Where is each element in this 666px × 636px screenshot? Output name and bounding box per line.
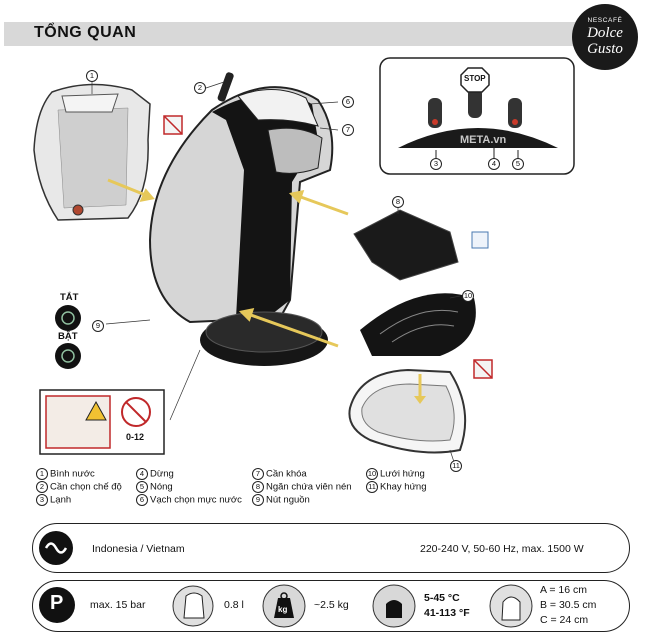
capacity-value: 0.8 l — [224, 599, 244, 611]
temperature-fahrenheit: 41-113 °F — [424, 607, 470, 619]
logo-line-3: Gusto — [587, 41, 623, 57]
ac-power-icon — [39, 531, 73, 565]
watermark: META.vn — [460, 134, 507, 146]
brand-logo: NESCAFÉ Dolce Gusto — [572, 4, 638, 70]
legend-text: Nút nguồn — [266, 494, 310, 506]
water-capacity-icon — [172, 585, 214, 627]
weight-icon — [262, 584, 306, 628]
legend-text: Nóng — [150, 481, 173, 493]
legend-number: 11 — [366, 481, 378, 493]
legend-number: 4 — [136, 468, 148, 480]
dimension-a: A = 16 cm — [540, 584, 587, 596]
legend-text: Cần chọn chế độ — [50, 481, 122, 493]
power-region: Indonesia / Vietnam — [92, 543, 185, 555]
legend-text: Lưới hứng — [380, 468, 425, 480]
page-title: TỔNG QUAN — [34, 24, 137, 41]
no-dishwasher-icons — [163, 115, 493, 379]
legend-number: 2 — [36, 481, 48, 493]
legend-text: Vạch chọn mực nước — [150, 494, 242, 506]
warning-age-label: 0-12 — [126, 432, 145, 442]
weight-value: ~2.5 kg — [314, 599, 349, 611]
callout-4: 4 — [488, 158, 500, 170]
callout-leaders — [91, 80, 461, 463]
callout-7: 7 — [342, 124, 354, 136]
pressure-value: max. 15 bar — [90, 599, 146, 611]
callout-2: 2 — [194, 82, 206, 94]
callout-11: 11 — [450, 460, 462, 472]
callout-5: 5 — [512, 158, 524, 170]
logo-line-1: NESCAFÉ — [587, 17, 623, 24]
direction-arrows — [107, 178, 349, 348]
stop-sign-label: STOP — [464, 74, 486, 83]
callout-8: 8 — [392, 196, 404, 208]
callout-3: 3 — [430, 158, 442, 170]
pressure-icon — [39, 587, 75, 623]
water-tank-illustration — [33, 83, 151, 221]
temperature-celsius: 5-45 °C — [424, 592, 460, 604]
legend-text: Bình nước — [50, 468, 95, 480]
legend-text: Ngăn chứa viên nén — [266, 481, 352, 493]
capsule-holder-illustration — [353, 209, 489, 281]
legend-number: 10 — [366, 468, 378, 480]
legend-number: 8 — [252, 481, 264, 493]
legend-text: Lạnh — [50, 494, 72, 506]
power-spec-box — [32, 523, 630, 573]
header-bar — [4, 22, 604, 46]
logo-line-2: Dolce — [587, 25, 623, 41]
callout-1: 1 — [86, 70, 98, 82]
legend-text: Cần khóa — [266, 468, 307, 480]
machine-illustration — [148, 72, 334, 366]
callout-9: 9 — [92, 320, 104, 332]
temperature-icon — [372, 584, 416, 628]
legend-number: 7 — [252, 468, 264, 480]
dimension-b: B = 30.5 cm — [540, 599, 597, 611]
legend-number: 1 — [36, 468, 48, 480]
safety-warning-panel — [39, 389, 165, 455]
specs-box — [32, 580, 630, 632]
legend-number: 5 — [136, 481, 148, 493]
drip-tray-illustration — [348, 368, 467, 454]
callout-10: 10 — [462, 290, 474, 302]
power-on-label: BẬT — [58, 331, 78, 342]
power-rating: 220-240 V, 50-60 Hz, max. 1500 W — [420, 543, 584, 555]
legend-number: 9 — [252, 494, 264, 506]
pressure-icon-letter: P — [50, 592, 64, 614]
mode-selector-inset — [379, 57, 575, 175]
legend-number: 3 — [36, 494, 48, 506]
power-buttons — [55, 305, 81, 369]
weight-icon-label: kg — [278, 605, 288, 614]
callout-6: 6 — [342, 96, 354, 108]
dimensions-icon — [489, 584, 533, 628]
power-off-label: TẮT — [60, 292, 79, 303]
legend-text: Dừng — [150, 468, 174, 480]
legend-number: 6 — [136, 494, 148, 506]
dimension-c: C = 24 cm — [540, 614, 589, 626]
drip-grid-illustration — [360, 293, 476, 356]
legend-text: Khay hứng — [380, 481, 427, 493]
